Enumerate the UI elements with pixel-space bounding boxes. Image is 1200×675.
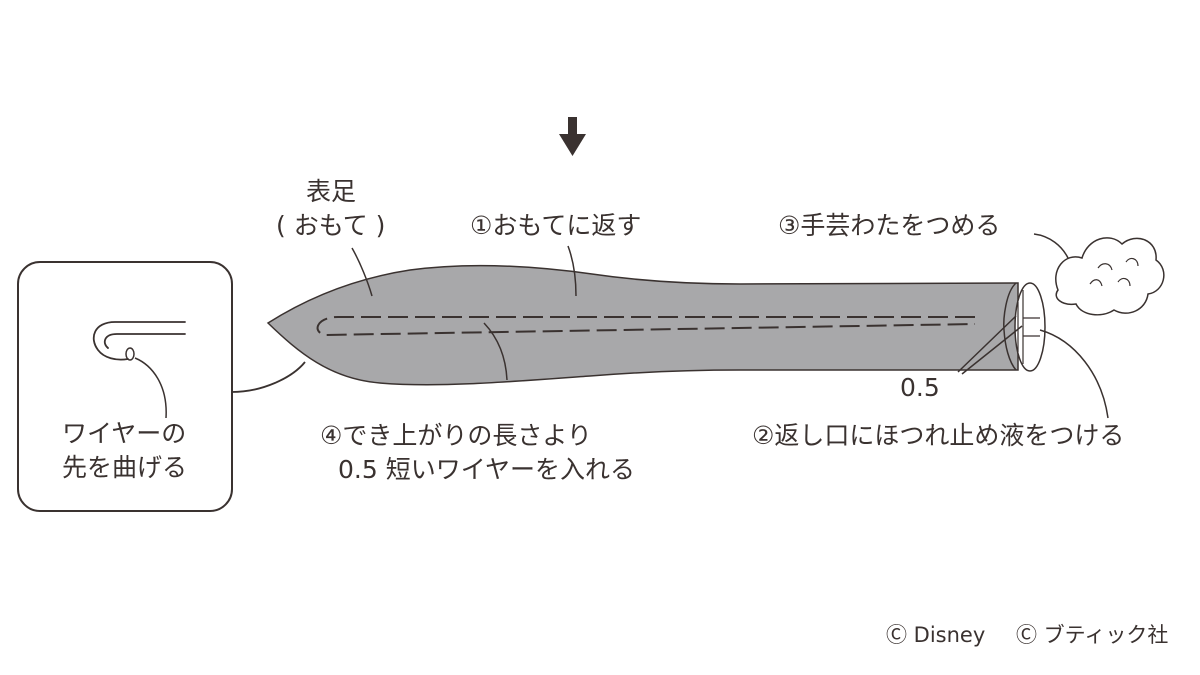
outer-leg-label-line1: 表足	[306, 177, 357, 206]
leader-measure-b	[961, 325, 1023, 375]
credit-publisher: Ⓒ ブティック社	[1016, 623, 1169, 647]
leader-step3	[1033, 233, 1069, 259]
down-arrow-icon	[559, 117, 586, 156]
credit-disney: Ⓒ Disney	[886, 623, 986, 647]
inset-caption-line2: 先を曲げる	[62, 453, 188, 482]
step3-label: ③手芸わたをつめる	[778, 211, 1001, 240]
step4-label-line1: ④でき上がりの長さより	[320, 421, 592, 450]
leader-step2	[1039, 329, 1109, 419]
cotton-stuffing-icon	[1055, 237, 1165, 316]
leader-step4	[483, 322, 508, 381]
step4-label-line2: 0.5 短いワイヤーを入れる	[338, 455, 635, 484]
measurement-label: 0.5	[900, 373, 940, 402]
leader-measure-a	[957, 315, 1017, 373]
outer-leg-label-line2: ( おもて )	[276, 211, 386, 240]
inset-connector-line	[231, 361, 306, 393]
wire-dashed-line	[316, 316, 976, 337]
step1-label: ①おもてに返す	[470, 211, 642, 240]
inset-caption-line1: ワイヤーの	[62, 419, 187, 448]
inset-box	[17, 261, 233, 512]
leader-outer-leg	[351, 247, 373, 297]
step2-label: ②返し口にほつれ止め液をつける	[752, 421, 1125, 450]
leg-opening	[1003, 282, 1046, 372]
leader-step1	[567, 245, 577, 297]
bent-wire-icon	[92, 321, 186, 361]
